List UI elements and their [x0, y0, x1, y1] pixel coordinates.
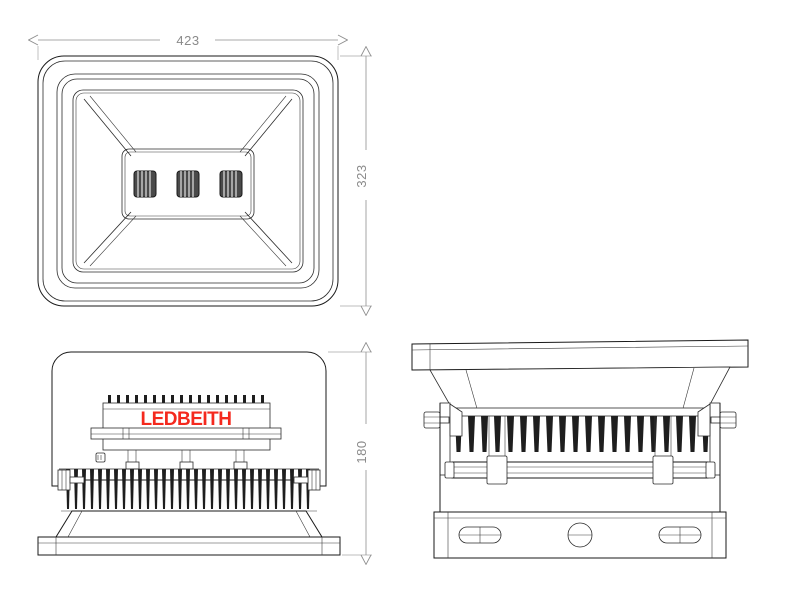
rear-top-slab — [411, 339, 749, 371]
rear-cross-bar-collar-right — [652, 455, 674, 485]
rear-bolt-right-head — [719, 411, 737, 429]
standoff-left-foot — [125, 461, 140, 470]
bevel-bottom-left-b — [89, 215, 137, 267]
side-yoke-bracket-edges — [67, 510, 311, 538]
rear-cross-bar-collar-left — [486, 455, 508, 485]
rear-bracket-left-gusset — [449, 403, 463, 437]
bevel-top-right — [244, 98, 293, 157]
side-driver-box — [102, 402, 271, 451]
rear-base-foot-seams — [434, 512, 726, 558]
side-flange-band-ribs — [122, 428, 250, 439]
side-mounting-ear-left — [57, 469, 85, 491]
led-module-3-body — [219, 170, 243, 198]
side-base-plate — [37, 536, 341, 556]
dim-423-label: 423 — [176, 33, 199, 48]
rear-tapered-body — [429, 366, 731, 413]
bevel-bottom-left — [83, 211, 132, 264]
side-cable-gland — [95, 452, 106, 463]
side-mounting-ear-right — [293, 469, 321, 491]
rear-bracket-right — [697, 402, 737, 476]
front-led-plate-inner — [124, 151, 252, 217]
bevel-bottom-right-b — [239, 215, 287, 267]
rear-mounting-slot-right — [658, 526, 702, 544]
led-module-3-grill — [223, 171, 237, 197]
rear-cross-bar-end-left — [444, 461, 455, 479]
side-top-pin-row — [108, 395, 264, 404]
rear-bolt-right-shank — [710, 416, 721, 424]
led-module-2-grill — [180, 171, 194, 197]
dim-323-label: 323 — [354, 164, 369, 187]
dimension-depth-180: 180 — [328, 352, 372, 555]
front-reflector-opening-inner — [75, 92, 301, 270]
rear-view — [411, 339, 749, 559]
rear-tapered-body-ribs — [465, 367, 695, 413]
rear-bolt-left-shank — [439, 416, 450, 424]
rear-bolt-right-facets — [720, 416, 736, 424]
led-module-1-grill — [137, 171, 151, 197]
bevel-top-left-b — [89, 95, 137, 153]
rear-bolt-left-head — [423, 411, 441, 429]
standoff-right-foot — [233, 461, 248, 470]
led-module-1-body — [133, 170, 157, 198]
front-reflector-bevels — [83, 95, 293, 267]
dimension-width-423: 423 — [38, 33, 338, 60]
side-flange-band — [90, 427, 282, 440]
front-bezel-inner — [61, 78, 315, 284]
bevel-bottom-right — [244, 211, 293, 264]
side-cable-gland-detail — [97, 455, 102, 460]
rear-bracket-right-gusset — [697, 403, 711, 437]
brand-logo-label: LEDBEITH — [141, 409, 232, 430]
rear-mounting-slot-left — [458, 526, 502, 544]
led-module-2 — [176, 170, 200, 198]
front-outer-housing-inner-edge — [42, 60, 334, 302]
rear-fin-root-bar — [447, 407, 713, 417]
led-module-2-body — [176, 170, 200, 198]
dim-180-label: 180 — [354, 440, 369, 463]
rear-guide-rails — [488, 416, 672, 470]
bevel-top-right-b — [239, 95, 287, 153]
side-view: LEDBEITH — [37, 351, 341, 556]
standoff-mid-foot — [179, 461, 194, 470]
rear-mounting-hole-center — [567, 522, 593, 548]
rear-bracket-left — [423, 402, 463, 476]
front-view — [37, 55, 339, 307]
dimension-height-323: 323 — [340, 56, 372, 306]
side-yoke-bracket — [55, 510, 323, 538]
rear-bolt-left-facets — [424, 416, 440, 424]
rear-top-slab-seam — [411, 344, 749, 370]
bevel-top-left — [83, 98, 132, 157]
led-module-1 — [133, 170, 157, 198]
rear-cross-bar-end-right — [705, 461, 716, 479]
led-module-3 — [219, 170, 243, 198]
side-base-plate-detail — [38, 537, 340, 555]
rear-yoke-sides — [439, 403, 721, 515]
